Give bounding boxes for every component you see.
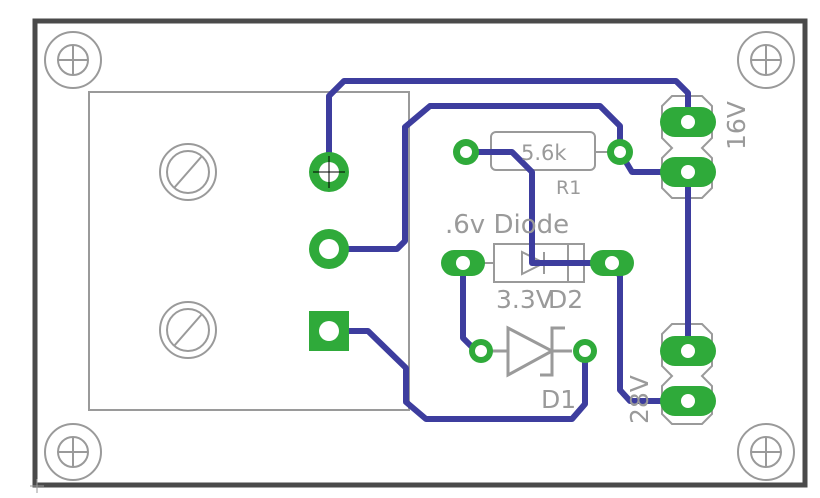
zener-name-label: D1	[541, 385, 576, 414]
d2-pad-anode	[441, 250, 485, 276]
trace-terminal-top-to-16v	[326, 78, 691, 175]
r1-pad-2	[607, 139, 633, 165]
zener-value-label: 3.3V	[496, 285, 553, 314]
trace-r1-to-diode	[463, 149, 615, 266]
terminal-screw-bottom	[159, 301, 217, 359]
pads	[309, 107, 716, 416]
terminal-pad-1	[309, 152, 349, 192]
connector-28v-pad-1	[660, 336, 716, 366]
mounting-hole-bottom-left	[44, 423, 102, 481]
mounting-hole-bottom-right	[737, 423, 795, 481]
r1-value-label: 5.6k	[521, 141, 567, 165]
connector-28v-label: 28V	[625, 375, 654, 424]
terminal-block-outline	[88, 91, 410, 411]
trace-terminal-bottom-to-zener	[326, 328, 588, 422]
d1-pad-cathode	[573, 339, 597, 363]
connector-16v-label: 16V	[722, 101, 751, 150]
origin-mark	[30, 479, 44, 493]
terminal-screw-top	[159, 143, 217, 201]
connector-16v-pad-1	[660, 107, 716, 137]
terminal-pad-2	[309, 229, 349, 269]
mounting-hole-top-right	[737, 31, 795, 89]
mounting-hole-top-left	[44, 31, 102, 89]
r1-pad-1	[453, 139, 479, 165]
diode-value-label: .6v Diode	[445, 210, 569, 240]
d1-pad-anode	[469, 339, 493, 363]
connector-28v-pad-2	[660, 386, 716, 416]
d2-pad-cathode	[590, 250, 634, 276]
diode-name-label: D2	[548, 285, 583, 314]
trace-terminal-mid-to-r1	[326, 103, 623, 252]
connector-16v-pad-2	[660, 157, 716, 187]
r1-name-label: R1	[556, 177, 581, 199]
terminal-pad-3	[309, 311, 349, 351]
